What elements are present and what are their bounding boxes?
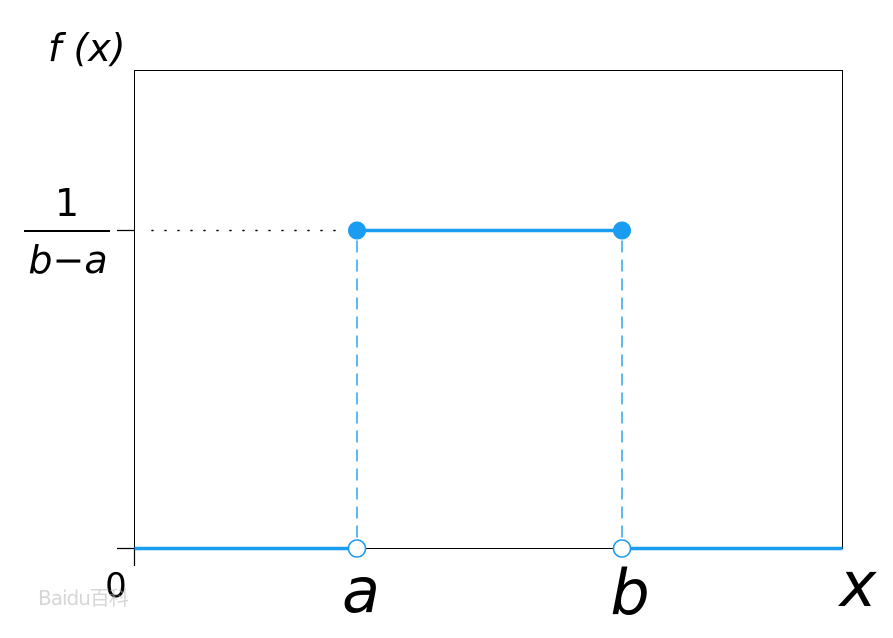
x-axis-label: x — [838, 548, 878, 621]
y-tick-denominator: b−a — [28, 238, 107, 282]
plot-frame — [134, 70, 843, 549]
x-tick-label-origin: 0 — [105, 566, 127, 606]
series-points — [347, 221, 632, 558]
open-point-2 — [612, 539, 632, 558]
x-tick-label-b: b — [610, 556, 649, 629]
y-axis-label: f (x) — [48, 26, 126, 70]
x-tick-label-a: a — [342, 554, 380, 627]
open-point-1 — [347, 539, 367, 558]
y-tick-fraction: 1 b−a — [24, 181, 110, 282]
closed-point-2 — [613, 221, 631, 240]
y-tick-numerator: 1 — [55, 181, 79, 225]
series-segments — [134, 228, 843, 551]
closed-point-1 — [348, 221, 366, 240]
